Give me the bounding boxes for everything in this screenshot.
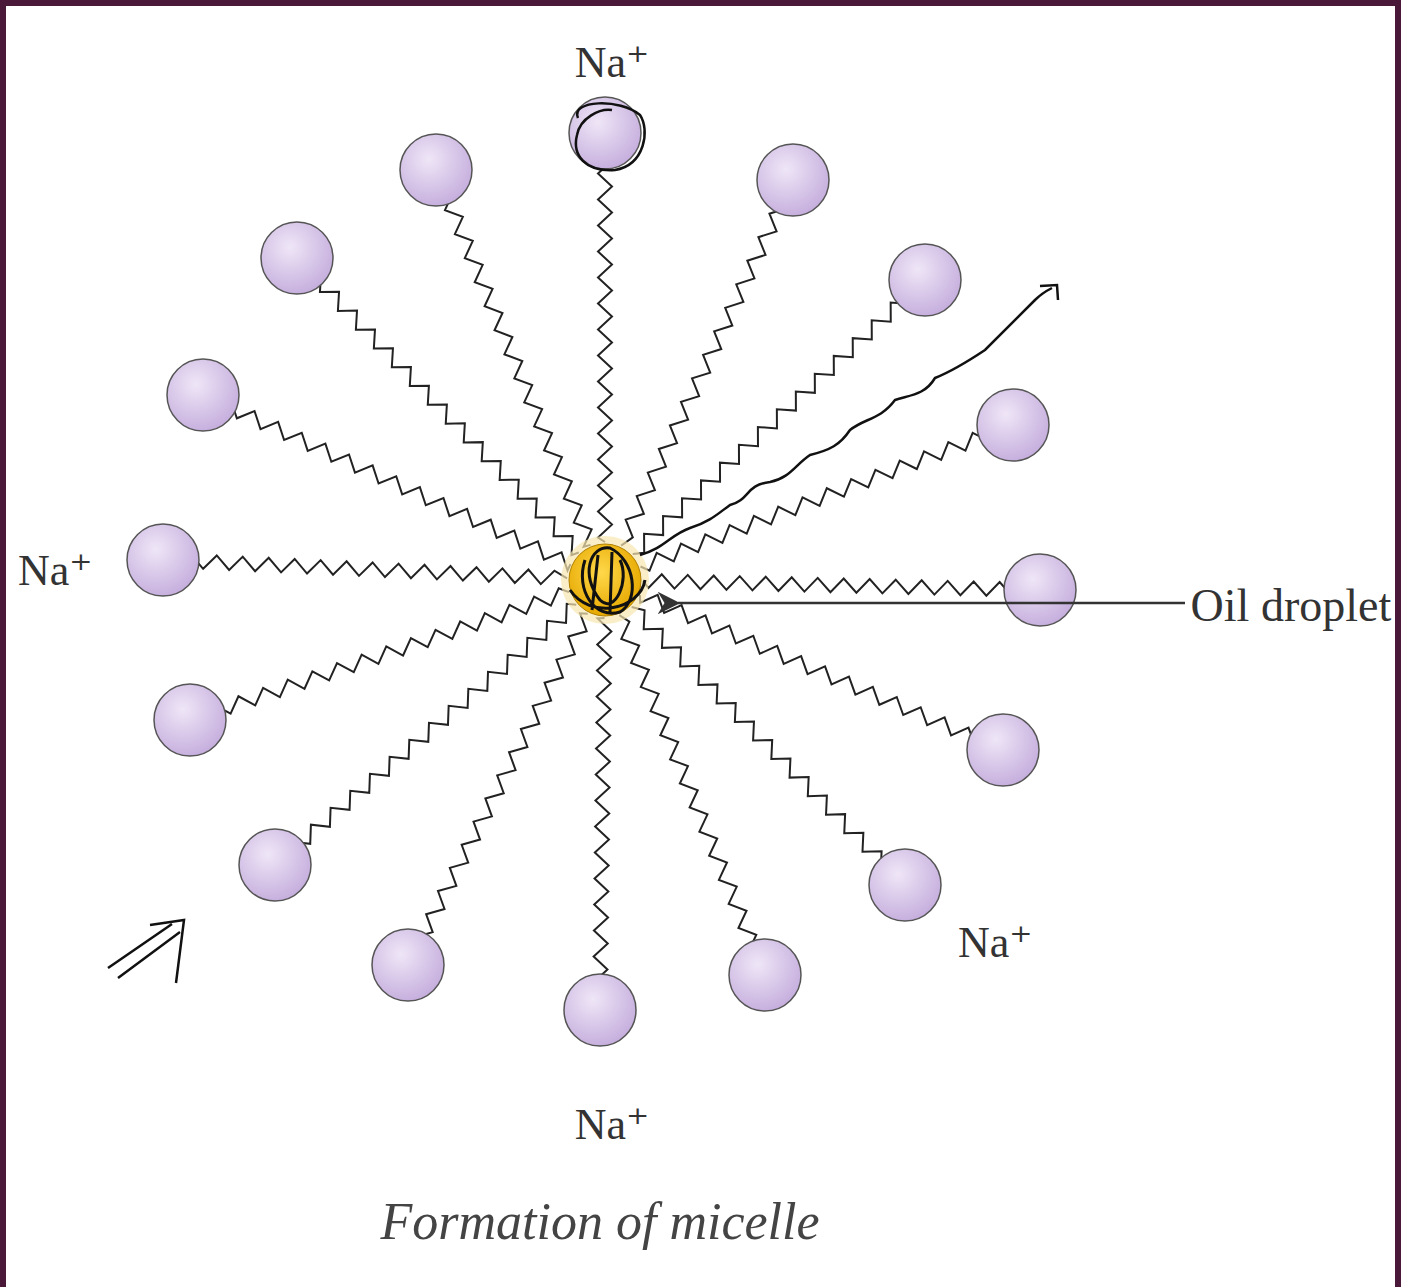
hydrocarbon-tail xyxy=(594,618,612,976)
hand-double-arrow xyxy=(108,920,184,983)
ionic-head xyxy=(977,389,1049,461)
oil-droplet xyxy=(569,544,641,616)
hand-arrowhead xyxy=(1040,285,1058,300)
hydrocarbon-tail xyxy=(234,409,571,570)
ion-label: Na⁺ xyxy=(575,38,650,89)
hydrocarbon-tail xyxy=(222,588,569,713)
hydrocarbon-tail xyxy=(301,604,577,844)
hand-circle xyxy=(576,103,645,170)
ionic-head xyxy=(967,714,1039,786)
ionic-head xyxy=(127,524,199,596)
hydrocarbon-tail xyxy=(197,555,567,584)
ionic-head xyxy=(154,684,226,756)
hydrocarbon-tail xyxy=(621,211,778,546)
hydrocarbon-tail xyxy=(598,167,612,542)
ion-label: Na⁺ xyxy=(18,546,93,597)
hydrocarbon-tails xyxy=(197,167,1006,976)
hand-scribble xyxy=(570,548,645,614)
ionic-head xyxy=(889,244,961,316)
ionic-head xyxy=(167,359,239,431)
part-label: Oil droplet xyxy=(1191,580,1393,633)
ionic-head xyxy=(239,829,311,901)
ionic-head xyxy=(372,929,444,1001)
background xyxy=(6,6,1395,1287)
oil-halo xyxy=(561,536,649,624)
ion-label: Na⁺ xyxy=(575,1100,650,1151)
ionic-head xyxy=(261,222,333,294)
ionic-head xyxy=(1004,554,1076,626)
hydrocarbon-tail xyxy=(423,613,587,934)
ionic-head xyxy=(400,134,472,206)
hydrocarbon-tail xyxy=(619,615,756,943)
hydrocarbon-tail xyxy=(633,303,900,554)
ionic-heads xyxy=(127,97,1076,1046)
ionic-head xyxy=(729,939,801,1011)
hydrocarbon-tail xyxy=(643,574,1006,595)
hand-arrow xyxy=(640,288,1052,555)
caption: Formation of micelle xyxy=(380,1192,819,1252)
ion-label: Na⁺ xyxy=(958,918,1033,969)
ionic-head xyxy=(869,849,941,921)
ionic-head xyxy=(757,144,829,216)
leader-line xyxy=(678,602,1185,605)
hydrocarbon-tail xyxy=(640,595,972,737)
ionic-head xyxy=(564,974,636,1046)
